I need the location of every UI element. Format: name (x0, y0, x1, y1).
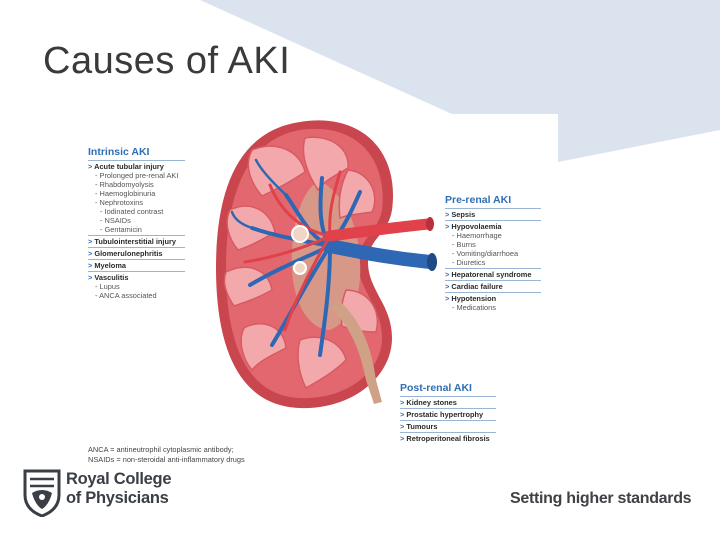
postrenal-cause-main: Kidney stones (400, 398, 496, 407)
ureter (330, 300, 382, 404)
prerenal-aki-box: Pre-renal AKI SepsisHypovolaemia- Haemor… (445, 194, 541, 313)
intrinsic-cause-sub: - NSAIDs (100, 216, 131, 225)
tagline: Setting higher standards (510, 490, 692, 507)
prerenal-aki-title: Pre-renal AKI (445, 194, 512, 206)
intrinsic-cause-sub: - Haemoglobinuria (95, 189, 156, 198)
intrinsic-cause-main: Glomerulonephritis (88, 249, 185, 258)
calyx-ring (293, 261, 307, 275)
prerenal-cause-sub: - Vomiting/diarrhoea (452, 249, 519, 258)
intrinsic-cause-group: Myeloma (88, 259, 185, 271)
intrinsic-aki-list: Acute tubular injury- Prolonged pre-rena… (88, 160, 185, 301)
postrenal-cause-main: Tumours (400, 422, 496, 431)
postrenal-cause-group: Kidney stones (400, 396, 496, 408)
intrinsic-cause-sub: - Lupus (95, 282, 120, 291)
intrinsic-cause-main: Acute tubular injury (88, 162, 185, 171)
postrenal-cause-main: Prostatic hypertrophy (400, 410, 496, 419)
prerenal-cause-sub: - Diuretics (452, 258, 486, 267)
footnote-line: ANCA = antineutrophil cytoplasmic antibo… (88, 445, 234, 454)
org-name-line1: Royal College (66, 470, 172, 488)
intrinsic-cause-main: Tubulointerstitial injury (88, 237, 185, 246)
postrenal-cause-group: Retroperitoneal fibrosis (400, 432, 496, 444)
rcp-wordmark: Royal College of Physicians (66, 470, 172, 508)
abbreviations-footnote: ANCA = antineutrophil cytoplasmic antibo… (88, 445, 245, 465)
renal-artery (243, 170, 434, 332)
intrinsic-cause-group: Tubulointerstitial injury (88, 235, 185, 247)
prerenal-aki-list: SepsisHypovolaemia- Haemorrhage- Burns- … (445, 208, 541, 313)
intrinsic-cause-sub: - Iodinated contrast (100, 207, 164, 216)
footnote-line: NSAIDs = non-steroidal anti-inflammatory… (88, 455, 245, 464)
postrenal-cause-main: Retroperitoneal fibrosis (400, 434, 496, 443)
prerenal-cause-sub: - Burns (452, 240, 476, 249)
intrinsic-cause-main: Vasculitis (88, 273, 185, 282)
postrenal-cause-group: Prostatic hypertrophy (400, 408, 496, 420)
org-name-line2: of Physicians (66, 489, 169, 507)
intrinsic-cause-sub: - Nephrotoxins (95, 198, 144, 207)
postrenal-aki-box: Post-renal AKI Kidney stonesProstatic hy… (400, 382, 496, 444)
intrinsic-cause-group: Acute tubular injury- Prolonged pre-rena… (88, 160, 185, 235)
postrenal-aki-list: Kidney stonesProstatic hypertrophyTumour… (400, 396, 496, 444)
prerenal-cause-group: Sepsis (445, 208, 541, 220)
intrinsic-aki-title: Intrinsic AKI (88, 146, 150, 158)
prerenal-cause-main: Cardiac failure (445, 282, 541, 291)
prerenal-cause-sub: - Medications (452, 303, 496, 312)
intrinsic-cause-sub: - ANCA associated (95, 291, 157, 300)
calyx-ring (291, 225, 309, 243)
renal-vein (230, 158, 437, 357)
intrinsic-cause-group: Glomerulonephritis (88, 247, 185, 259)
prerenal-cause-main: Hypovolaemia (445, 222, 541, 231)
prerenal-cause-sub: - Haemorrhage (452, 231, 502, 240)
prerenal-cause-group: Hypotension- Medications (445, 292, 541, 313)
intrinsic-cause-main: Myeloma (88, 261, 185, 270)
prerenal-cause-group: Cardiac failure (445, 280, 541, 292)
prerenal-cause-group: Hepatorenal syndrome (445, 268, 541, 280)
intrinsic-aki-box: Intrinsic AKI Acute tubular injury- Prol… (88, 146, 185, 301)
postrenal-aki-title: Post-renal AKI (400, 382, 472, 394)
prerenal-cause-group: Hypovolaemia- Haemorrhage- Burns- Vomiti… (445, 220, 541, 268)
artery-end (426, 217, 434, 231)
prerenal-cause-main: Sepsis (445, 210, 541, 219)
prerenal-cause-main: Hypotension (445, 294, 541, 303)
prerenal-cause-main: Hepatorenal syndrome (445, 270, 541, 279)
rcp-crest-logo (23, 469, 61, 517)
slide-title: Causes of AKI (43, 40, 291, 82)
intrinsic-cause-sub: - Prolonged pre-renal AKI (95, 171, 179, 180)
intrinsic-cause-group: Vasculitis- Lupus- ANCA associated (88, 271, 185, 301)
intrinsic-cause-sub: - Rhabdomyolysis (95, 180, 154, 189)
intrinsic-cause-sub: - Gentamicin (100, 225, 142, 234)
postrenal-cause-group: Tumours (400, 420, 496, 432)
vein-end (427, 253, 437, 271)
